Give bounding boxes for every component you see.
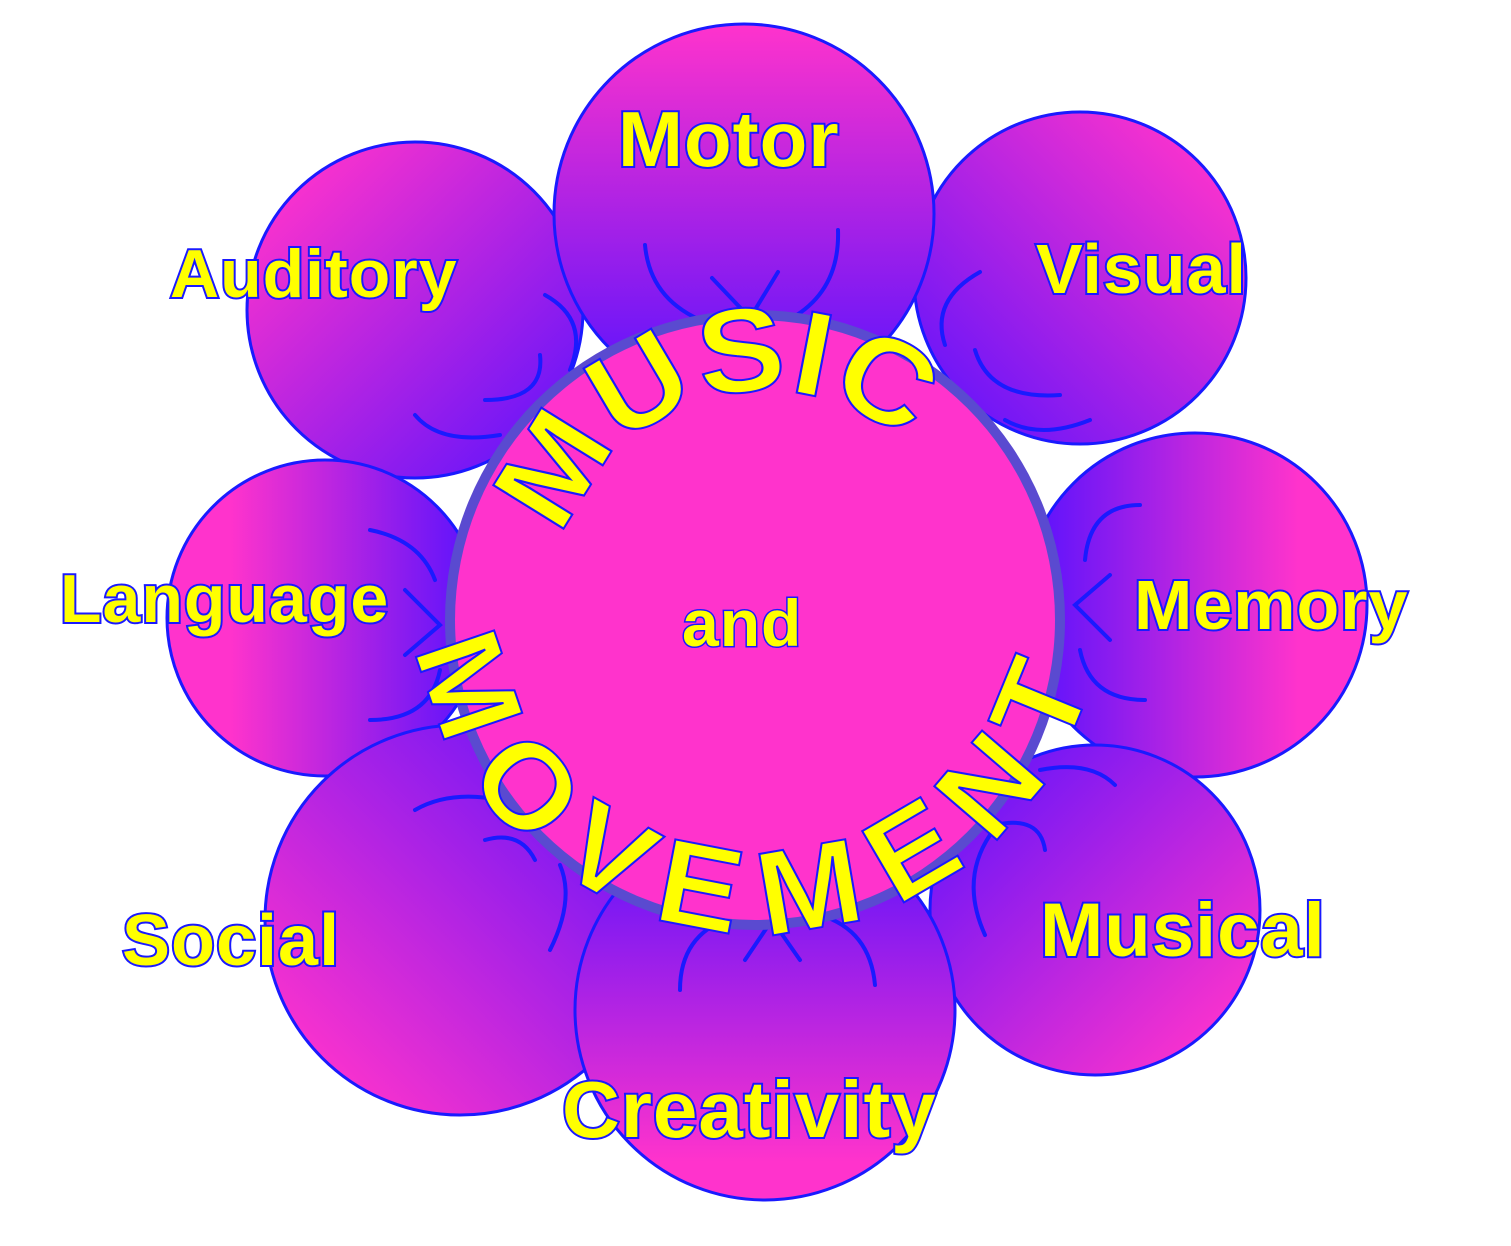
petal-label-language: Language bbox=[58, 561, 390, 637]
petal-label-visual: Visual bbox=[1034, 230, 1248, 308]
petal-label-memory: Memory bbox=[1132, 566, 1409, 644]
petal-label-auditory: Auditory bbox=[168, 236, 459, 312]
center-disc bbox=[445, 310, 1065, 930]
petal-label-musical: Musical bbox=[1038, 888, 1327, 973]
petal-label-social: Social bbox=[120, 901, 341, 981]
petal-musical bbox=[928, 743, 1262, 1077]
petal-label-creativity: Creativity bbox=[560, 1065, 938, 1154]
center-title-and: and bbox=[680, 586, 803, 660]
petal-label-motor: Motor bbox=[616, 95, 841, 183]
